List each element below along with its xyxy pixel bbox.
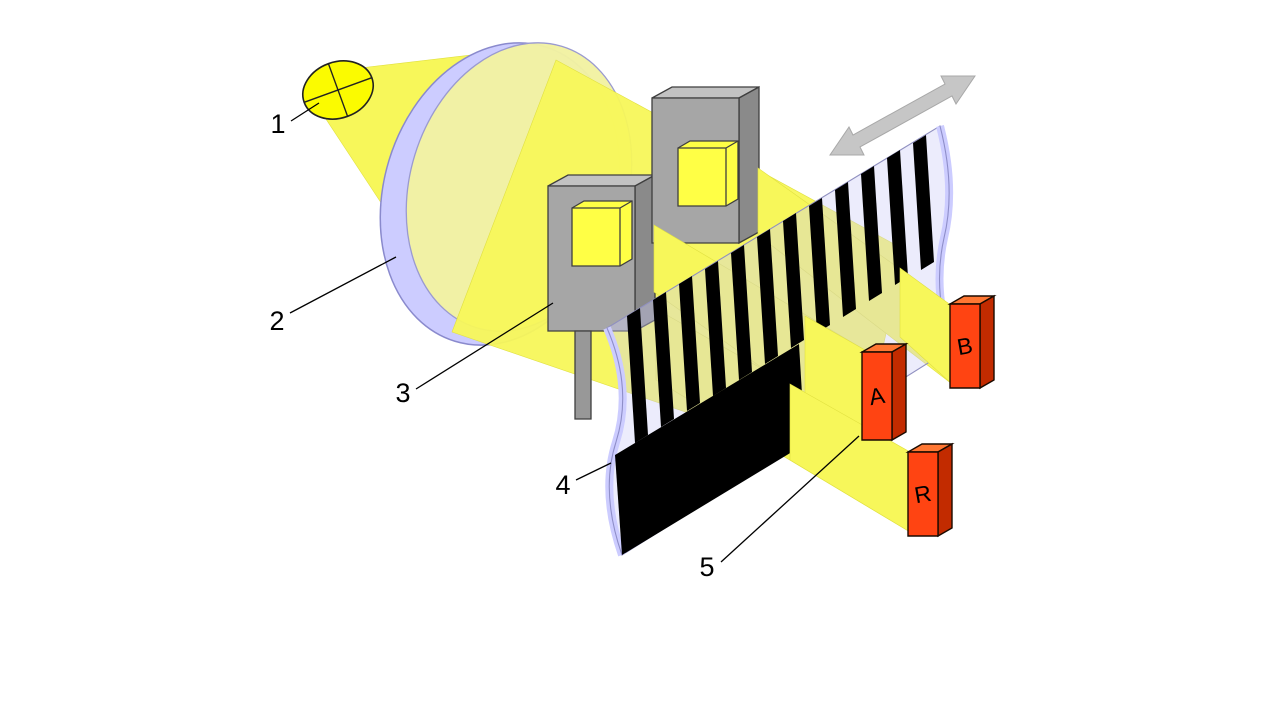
detector-r-front-face <box>907 451 939 537</box>
scale-left-edge-line <box>606 327 624 556</box>
detector-a: A <box>859 342 909 442</box>
mask-left-window <box>571 200 633 267</box>
sensor-r-label: R <box>912 480 933 508</box>
scale-stripe <box>627 308 648 443</box>
sensor-a-label: A <box>867 382 887 410</box>
detector-a-side-face <box>891 342 907 442</box>
scale-stripe <box>835 182 856 317</box>
light-bulb-icon <box>302 60 374 120</box>
scale-stripe <box>679 276 700 411</box>
scale-stripe <box>887 150 908 285</box>
mask-right-window <box>677 140 739 207</box>
scale-stripe <box>653 292 674 427</box>
mask-right-window-edges <box>678 140 739 206</box>
detector-r: R <box>905 442 955 538</box>
sensor-b-label: B <box>955 332 975 360</box>
detectors: B A R <box>859 294 997 538</box>
scale-stripe <box>731 245 752 380</box>
detector-b-front-face <box>949 303 981 389</box>
scale-stripe <box>783 213 804 348</box>
leader-line-4 <box>575 462 612 481</box>
scale-stripe <box>705 261 726 396</box>
scale-opaque-region <box>615 344 805 555</box>
callout-scale: 4 <box>555 470 570 500</box>
bulb-cross-vertical <box>327 63 349 117</box>
mask-left-window-edges <box>572 200 633 266</box>
scale-stripe <box>757 229 778 364</box>
scale-grating <box>627 135 934 443</box>
mask-left <box>547 173 656 420</box>
leader-line-3 <box>415 302 554 390</box>
detector-a-front-face <box>861 351 893 441</box>
scale-stripe <box>861 166 882 301</box>
leader-line-5 <box>720 435 860 563</box>
code-scale <box>603 125 956 557</box>
callout-detector: 5 <box>699 552 714 582</box>
leader-line-1 <box>290 102 320 122</box>
scale-stripe <box>809 198 830 333</box>
light-beams-front <box>789 267 953 533</box>
callouts: 1 2 3 4 5 <box>269 102 860 582</box>
callout-light-source: 1 <box>270 109 285 139</box>
detector-b-side-face <box>979 294 995 390</box>
scale-stripe <box>913 135 934 270</box>
mask-left-stem <box>574 330 592 420</box>
mask-right <box>651 85 760 245</box>
leader-line-2 <box>289 256 397 314</box>
callout-lens: 2 <box>269 306 284 336</box>
callout-mask: 3 <box>395 378 410 408</box>
mask-right-side-face <box>738 85 760 245</box>
detector-r-side-face <box>937 442 953 538</box>
detector-b: B <box>947 294 997 390</box>
double-arrow-icon <box>829 75 976 156</box>
